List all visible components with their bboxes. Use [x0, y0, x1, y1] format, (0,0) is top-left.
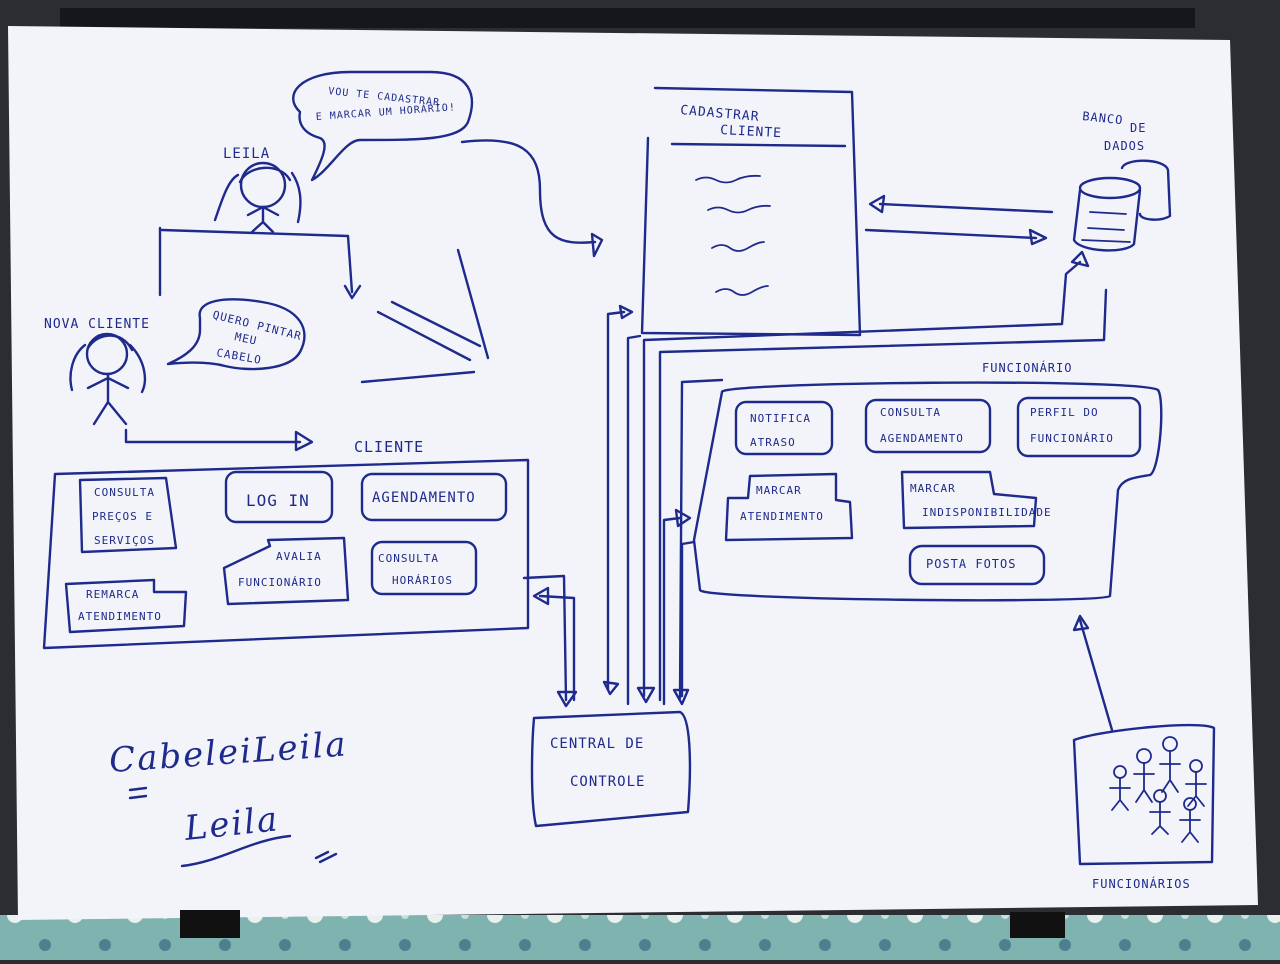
remarca-atendimento-box: REMARCA ATENDIMENTO: [64, 578, 188, 634]
consulta-precos-box: CONSULTA PREÇOS E SERVIÇOS: [78, 476, 178, 554]
avalia-funcionario-box: AVALIA FUNCIONÁRIO: [222, 536, 350, 606]
consulta-agendamento-line2: AGENDAMENTO: [880, 432, 964, 445]
funcionarios-group: FUNCIONÁRIOS: [1072, 614, 1216, 891]
posta-fotos-box: POSTA FOTOS: [908, 544, 1046, 586]
banco-line3: DADOS: [1104, 139, 1145, 153]
consulta-horarios-box: CONSULTA HORÁRIOS: [370, 540, 478, 596]
nova-cliente-label: NOVA CLIENTE: [44, 317, 150, 332]
banco-line1: BANCO: [1082, 109, 1124, 127]
remarca-line2: ATENDIMENTO: [78, 610, 162, 623]
arrowhead: [294, 430, 314, 452]
leila-figure: LEILA: [213, 146, 302, 234]
notifica-line1: NOTIFICA: [750, 412, 811, 425]
arrow-to-cadastro: [460, 139, 597, 244]
consulta-horarios-line1: CONSULTA: [378, 552, 439, 565]
agendamento-box: AGENDAMENTO: [360, 472, 508, 522]
funcionario-panel-border: [692, 381, 1163, 602]
central-line2: CONTROLE: [570, 774, 645, 790]
login-box: LOG IN: [224, 470, 334, 524]
marcar-indisponibilidade-box: MARCAR INDISPONIBILIDADE: [900, 470, 1052, 530]
cliente-panel-title: CLIENTE: [354, 438, 424, 456]
cadastrar-cliente-form: CADASTRAR CLIENTE: [640, 86, 862, 337]
clip-right: [1010, 912, 1065, 938]
arrowhead: [868, 194, 886, 214]
perfil-line1: PERFIL DO: [1030, 406, 1099, 419]
cliente-speech-line2: MEU: [233, 330, 258, 347]
funcionario-panel-title: FUNCIONÁRIO: [982, 360, 1072, 375]
cadastro-line2: CLIENTE: [720, 123, 782, 141]
consulta-agendamento-line1: CONSULTA: [880, 406, 941, 419]
central-de-controle: CENTRAL DE CONTROLE: [530, 710, 692, 828]
marcar-atendimento-box: MARCAR ATENDIMENTO: [724, 472, 854, 542]
central-connectors: [522, 250, 1108, 708]
consulta-agendamento-box: CONSULTA AGENDAMENTO: [864, 398, 992, 454]
cliente-panel: CLIENTE CONSULTA PREÇOS E SERVIÇOS LOG I…: [42, 438, 530, 650]
login-label: LOG IN: [246, 491, 310, 510]
avalia-line2: FUNCIONÁRIO: [238, 576, 322, 589]
marcar-indisponibilidade-line1: MARCAR: [910, 482, 956, 495]
nova-cliente-figure: NOVA CLIENTE: [44, 317, 150, 426]
arrow-cadastro-to-db: [864, 228, 1038, 240]
reception-desk: [158, 226, 490, 384]
cliente-panel-border: [42, 458, 530, 650]
database-icon: [1072, 159, 1172, 252]
consulta-precos-line2: PREÇOS E: [92, 510, 153, 523]
banco-line2: DE: [1130, 121, 1146, 135]
paper-sheet: [8, 26, 1258, 920]
arrowhead: [590, 232, 604, 258]
clip-left: [180, 910, 240, 938]
leila-label: LEILA: [223, 146, 270, 162]
funcionario-panel: FUNCIONÁRIO NOTIFICA ATRASO CONSULTA AGE…: [692, 360, 1163, 602]
cadastro-line1: CADASTRAR: [680, 103, 760, 125]
employees-drawing: [1109, 736, 1207, 843]
consulta-precos-line1: CONSULTA: [94, 486, 155, 499]
board-rail: [60, 8, 1195, 28]
funcionarios-label: FUNCIONÁRIOS: [1092, 876, 1191, 891]
agendamento-label: AGENDAMENTO: [372, 490, 476, 506]
signature-logo: CabeleiLeila Leila: [108, 724, 349, 868]
avalia-line1: AVALIA: [276, 550, 322, 563]
arrowhead: [1028, 228, 1048, 246]
marcar-atendimento-line2: ATENDIMENTO: [740, 510, 824, 523]
marcar-indisponibilidade-line2: INDISPONIBILIDADE: [922, 506, 1052, 519]
perfil-line2: FUNCIONÁRIO: [1030, 432, 1114, 445]
arrow-db-to-cadastro: [878, 202, 1054, 214]
marcar-atendimento-line1: MARCAR: [756, 484, 802, 497]
posta-fotos-label: POSTA FOTOS: [926, 557, 1016, 571]
banco-de-dados: BANCO DE DADOS: [1072, 109, 1172, 252]
arrow-cliente-panel: [124, 428, 302, 444]
central-line1: CENTRAL DE: [550, 736, 644, 752]
remarca-line1: REMARCA: [86, 588, 139, 601]
notifica-atraso-box: NOTIFICA ATRASO: [734, 400, 834, 456]
consulta-precos-line3: SERVIÇOS: [94, 534, 155, 547]
consulta-horarios-line2: HORÁRIOS: [392, 574, 453, 587]
notifica-line2: ATRASO: [750, 436, 796, 449]
perfil-funcionario-box: PERFIL DO FUNCIONÁRIO: [1016, 396, 1142, 458]
